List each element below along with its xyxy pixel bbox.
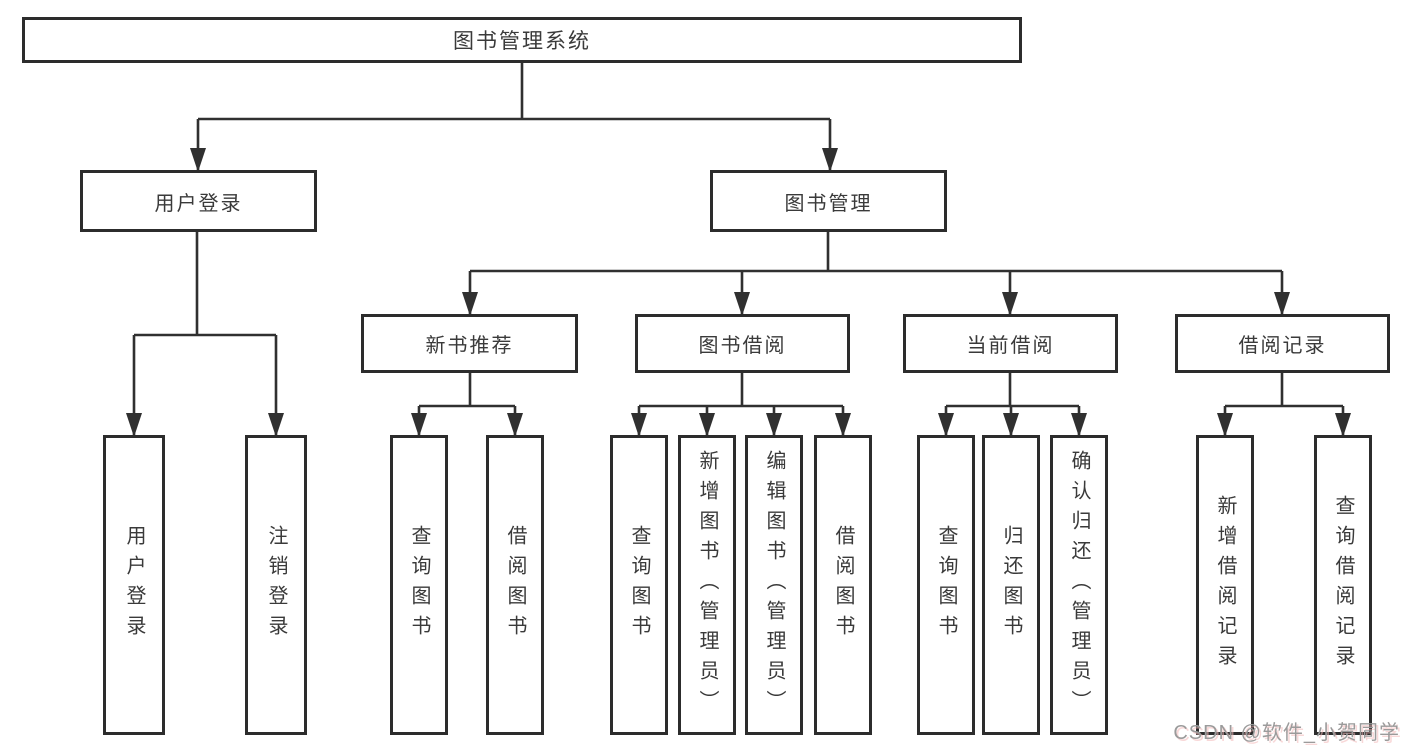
leaf-add-borrow-record: 新增借阅记录 xyxy=(1196,435,1254,735)
node-book-borrow: 图书借阅 xyxy=(635,314,850,373)
leaf-edit-books-admin: 编辑图书（管理员） xyxy=(745,435,803,735)
leaf-query-books-current: 查询图书 xyxy=(917,435,975,735)
node-current-borrow: 当前借阅 xyxy=(903,314,1118,373)
leaf-query-borrow-record: 查询借阅记录 xyxy=(1314,435,1372,735)
leaf-confirm-return-admin: 确认归还（管理员） xyxy=(1050,435,1108,735)
leaf-borrow-books: 借阅图书 xyxy=(814,435,872,735)
leaf-borrow-books-recommend: 借阅图书 xyxy=(486,435,544,735)
node-user-login: 用户登录 xyxy=(80,170,317,232)
node-library-system: 图书管理系统 xyxy=(22,17,1022,63)
leaf-user-login: 用户登录 xyxy=(103,435,165,735)
csdn-watermark: CSDN @软件_小贺同学 xyxy=(1173,722,1400,744)
leaf-return-books: 归还图书 xyxy=(982,435,1040,735)
node-new-book-recommend: 新书推荐 xyxy=(361,314,578,373)
leaf-query-books-recommend: 查询图书 xyxy=(390,435,448,735)
leaf-query-books-borrow: 查询图书 xyxy=(610,435,668,735)
node-borrow-records: 借阅记录 xyxy=(1175,314,1390,373)
leaf-add-books-admin: 新增图书（管理员） xyxy=(678,435,736,735)
leaf-logout: 注销登录 xyxy=(245,435,307,735)
node-book-management: 图书管理 xyxy=(710,170,947,232)
